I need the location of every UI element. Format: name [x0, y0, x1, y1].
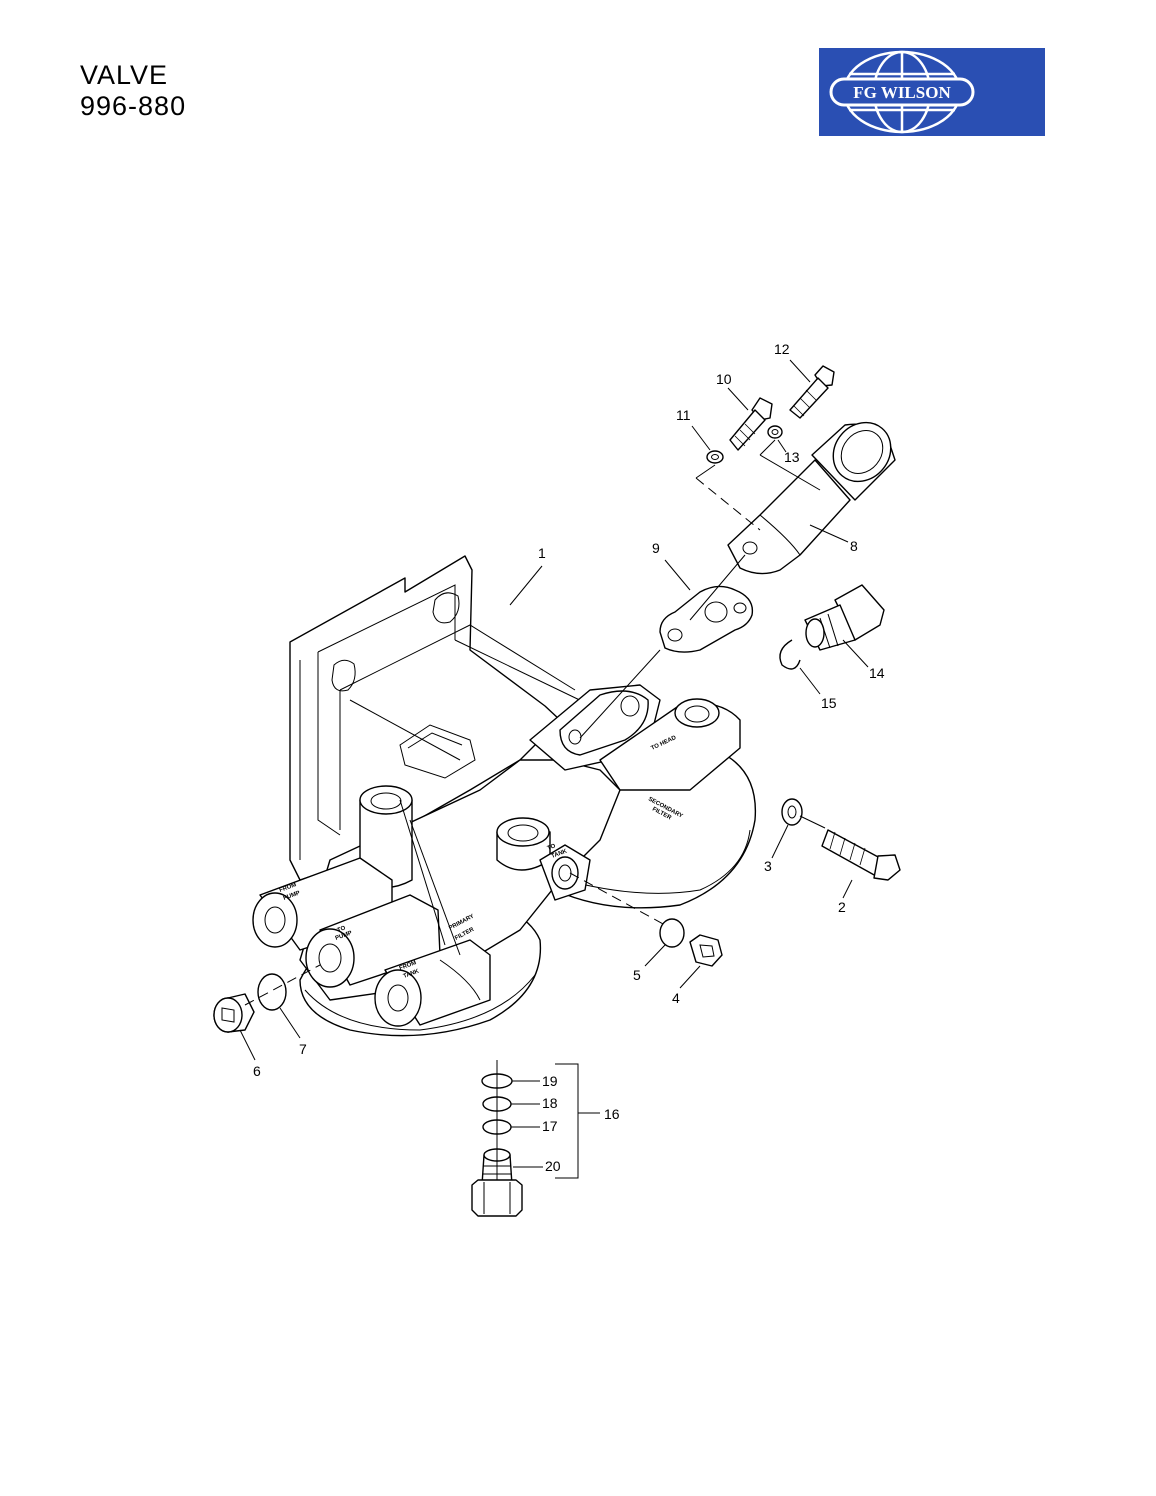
callout-3: 3 — [764, 858, 772, 874]
callout-6: 6 — [253, 1063, 261, 1079]
callout-2: 2 — [838, 899, 846, 915]
from-pump-cast-label: FROM — [279, 882, 298, 894]
washer-11 — [706, 450, 724, 464]
from-tank-cast-label: FROM — [399, 960, 418, 972]
valve-housing — [727, 421, 896, 575]
bolt-12 — [789, 365, 835, 419]
washer-13 — [767, 425, 783, 439]
bolt-2 — [821, 829, 901, 881]
washer-3 — [781, 798, 803, 826]
leader-lines — [239, 359, 869, 1179]
callout-4: 4 — [672, 990, 680, 1006]
from-tank-cast-label-2: TANK — [403, 968, 421, 979]
filter-head-body: SECONDARY FILTER PRIMARY FILTER TO HEAD … — [252, 555, 757, 1037]
to-tank-cast-label-2: TANK — [551, 848, 569, 859]
callout-17: 17 — [542, 1118, 558, 1134]
callout-7: 7 — [299, 1041, 307, 1057]
o-ring-7 — [257, 973, 287, 1011]
plug-4 — [689, 934, 723, 967]
callout-16: 16 — [604, 1106, 620, 1122]
callout-14: 14 — [869, 665, 885, 681]
callout-12: 12 — [774, 341, 790, 357]
from-pump-cast-label-2: PUMP — [283, 890, 301, 902]
o-ring-5 — [659, 918, 685, 948]
valve-kit — [471, 1060, 523, 1217]
callout-20: 20 — [545, 1158, 561, 1174]
plug-6 — [213, 993, 255, 1033]
to-pump-cast-label: TO — [337, 925, 347, 934]
to-pump-cast-label-2: PUMP — [335, 930, 353, 942]
callout-labels: 1 2 3 4 5 6 7 8 9 10 11 12 13 14 15 16 1… — [253, 341, 885, 1174]
fg-wilson-logo: FG WILSON — [819, 48, 1045, 136]
page-title: VALVE 996-880 — [80, 60, 186, 122]
callout-18: 18 — [542, 1095, 558, 1111]
callout-19: 19 — [542, 1073, 558, 1089]
callout-1: 1 — [538, 545, 546, 561]
svg-text:FG WILSON: FG WILSON — [853, 83, 951, 102]
gasket — [659, 585, 754, 653]
callout-11: 11 — [676, 407, 691, 423]
to-tank-cast-label: TO — [547, 843, 557, 852]
part-number: 996-880 — [80, 91, 187, 121]
callout-15: 15 — [821, 695, 837, 711]
check-valve-cartridge — [804, 584, 885, 651]
callout-9: 9 — [652, 540, 660, 556]
callout-13: 13 — [784, 449, 800, 465]
callout-10: 10 — [716, 371, 732, 387]
bolt-10 — [729, 397, 773, 451]
callout-8: 8 — [850, 538, 858, 554]
circlip — [779, 639, 801, 670]
callout-5: 5 — [633, 967, 641, 983]
title-text: VALVE — [80, 60, 169, 90]
